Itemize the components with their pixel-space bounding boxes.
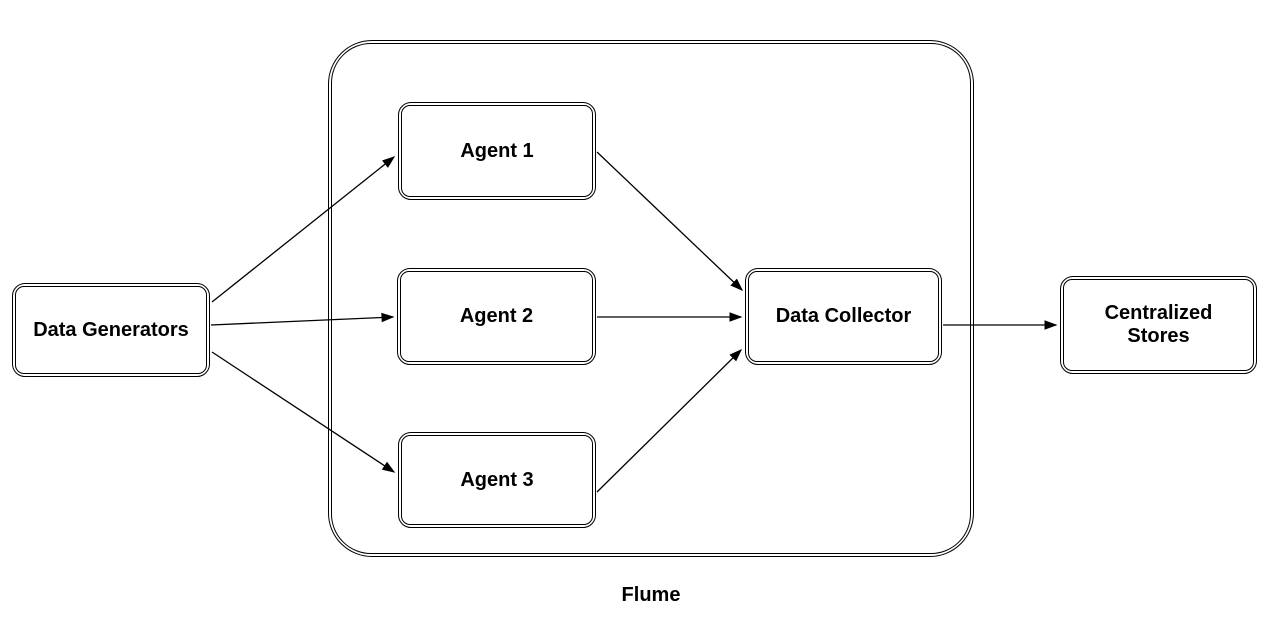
node-centralized-stores-label: Centralized Stores xyxy=(1104,302,1213,347)
node-data-collector-label: Data Collector xyxy=(775,305,912,327)
node-agent-1: Agent 1 xyxy=(398,102,596,200)
node-agent-3-label: Agent 3 xyxy=(460,468,534,491)
node-centralized-stores: Centralized Stores xyxy=(1060,276,1257,374)
node-data-generators-label: Data Generators xyxy=(33,318,189,341)
node-data-collector: Data Collector xyxy=(745,268,942,365)
node-agent-3: Agent 3 xyxy=(398,432,596,528)
node-data-generators: Data Generators xyxy=(12,283,210,377)
node-agent-1-label: Agent 1 xyxy=(460,139,534,162)
node-agent-2-label: Agent 2 xyxy=(459,305,534,327)
node-agent-2: Agent 2 xyxy=(397,268,596,365)
flume-container-label: Flume xyxy=(621,584,681,606)
